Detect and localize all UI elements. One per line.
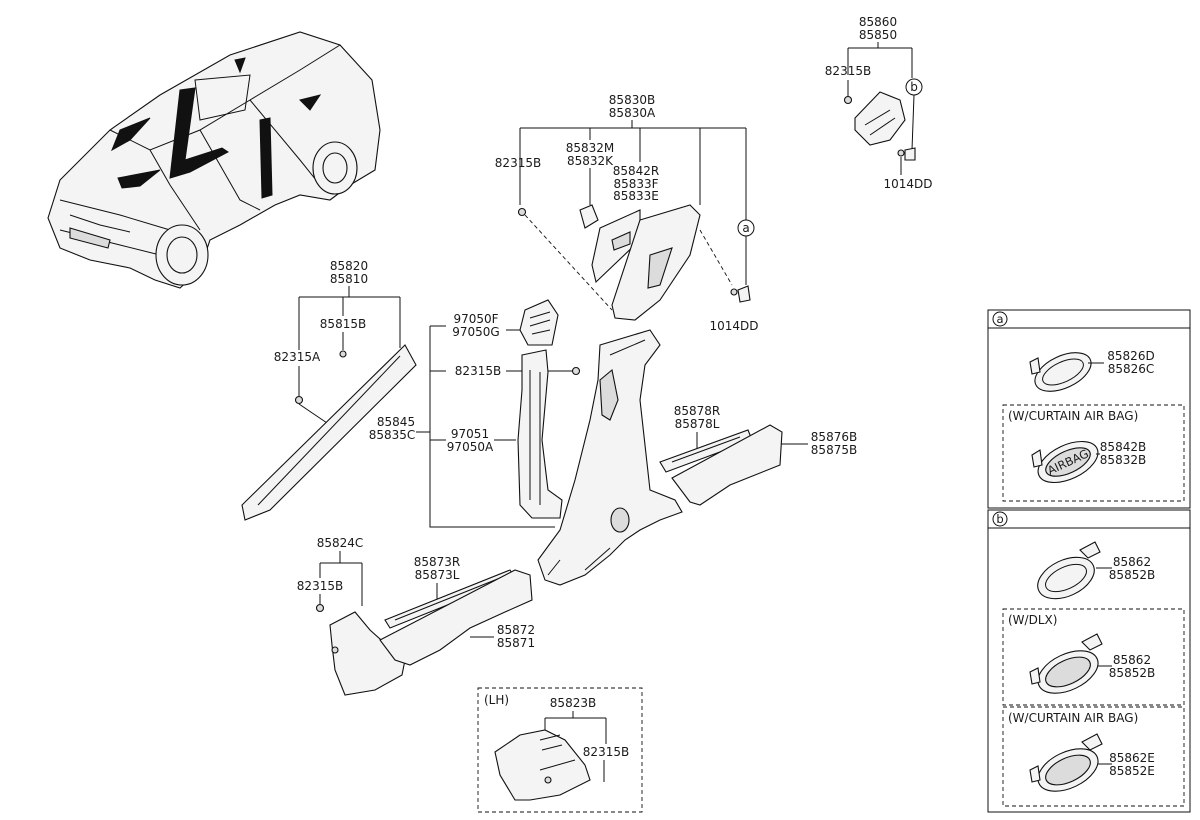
label-85830A: 85830A <box>609 106 656 120</box>
detail-panel-a: a 85826D 85826C (W/CURTAIN AIR BAG) AIRB… <box>987 309 1191 509</box>
label-85842R: 85842R <box>613 164 660 178</box>
front-kick-trim <box>329 611 406 696</box>
label-85815B: 85815B <box>320 317 366 331</box>
label-85873R: 85873R <box>414 555 461 569</box>
rear-door-scuff-group: 85878R 85878L 85876B 85875B <box>659 404 857 506</box>
label-97050F: 97050F <box>453 312 498 326</box>
panel-b-key: b <box>996 512 1003 526</box>
callout-a-label: a <box>742 221 749 235</box>
label-85810: 85810 <box>330 272 368 286</box>
lh-label: (LH) <box>484 693 509 707</box>
lh-kick-trim <box>494 729 591 801</box>
vent-duct-upper <box>519 299 559 346</box>
label-1014DD-center: 1014DD <box>709 319 758 333</box>
label-85878R: 85878R <box>674 404 721 418</box>
label-85830B: 85830B <box>609 93 655 107</box>
panel-b-part1-top: 85862 <box>1113 555 1151 569</box>
label-97050A: 97050A <box>447 440 494 454</box>
label-97050G: 97050G <box>452 325 499 339</box>
panel-a-part2-bottom: 85832B <box>1100 453 1146 467</box>
panel-b-part2-bottom: 85852B <box>1109 666 1155 680</box>
a-pillar-trim-group: 85820 85810 85815B 82315A <box>241 259 417 521</box>
callout-b-label: b <box>910 80 918 94</box>
label-82315B-center: 82315B <box>495 156 541 170</box>
label-85833E: 85833E <box>613 189 659 203</box>
label-85832M: 85832M <box>566 141 615 155</box>
b-pillar-lower-group: 97050F 97050G 82315B 85845 85835C 97051 … <box>369 299 683 586</box>
clip-icon <box>843 95 853 105</box>
label-85824C: 85824C <box>317 536 364 550</box>
label-85823B: 85823B <box>550 696 596 710</box>
panel-a-subtitle: (W/CURTAIN AIR BAG) <box>1008 409 1138 423</box>
label-85832K: 85832K <box>567 154 614 168</box>
label-82315B-lower-left: 82315B <box>297 579 343 593</box>
vehicle-illustration <box>47 31 381 289</box>
label-85872: 85872 <box>497 623 535 637</box>
panel-b-part3-top: 85862E <box>1109 751 1155 765</box>
label-85835C: 85835C <box>369 428 416 442</box>
center-pillar-lower-trim <box>537 329 683 586</box>
front-kick-trim-group: 85824C 82315B <box>297 536 406 696</box>
label-85845: 85845 <box>377 415 415 429</box>
label-85833F: 85833F <box>613 177 658 191</box>
scuff-plate-rear <box>671 424 783 506</box>
panel-a-part1-top: 85826D <box>1107 349 1154 363</box>
scuff-plate-front <box>379 569 533 666</box>
label-85876B: 85876B <box>811 430 857 444</box>
label-85871: 85871 <box>497 636 535 650</box>
panel-b-part3-bottom: 85852E <box>1109 764 1155 778</box>
center-pillar-trim-group: 85830B 85830A 82315B 85832M 85832K 85842… <box>495 93 759 333</box>
panel-a-part2-top: 85842B <box>1100 440 1146 454</box>
panel-b-subtitle-2: (W/CURTAIN AIR BAG) <box>1008 711 1138 725</box>
label-85860: 85860 <box>859 15 897 29</box>
label-85873L: 85873L <box>415 568 460 582</box>
panel-a-part1-bottom: 85826C <box>1108 362 1155 376</box>
label-82315B-top: 82315B <box>825 64 871 78</box>
label-85820: 85820 <box>330 259 368 273</box>
detail-panel-b: b 85862 85852B (W/DLX) 85862 85852B (W/C… <box>987 509 1191 813</box>
label-1014DD-top: 1014DD <box>883 177 932 191</box>
label-82315A: 82315A <box>274 350 321 364</box>
label-85875B: 85875B <box>811 443 857 457</box>
label-82315B-mid: 82315B <box>455 364 501 378</box>
panel-b-subtitle-1: (W/DLX) <box>1008 613 1057 627</box>
panel-b-part2-top: 85862 <box>1113 653 1151 667</box>
panel-b-part1-bottom: 85852B <box>1109 568 1155 582</box>
lh-detail-box: (LH) 85823B 82315B <box>477 687 643 813</box>
label-97051: 97051 <box>451 427 489 441</box>
label-82315B-lh: 82315B <box>583 745 629 759</box>
panel-a-key: a <box>996 312 1003 326</box>
label-85850: 85850 <box>859 28 897 42</box>
label-85878L: 85878L <box>675 417 720 431</box>
trim-cover-part <box>854 91 906 146</box>
front-door-scuff-group: 85873R 85873L 85872 85871 <box>379 555 535 666</box>
upper-trim-cover-group: 85860 85850 82315B b 1014DD <box>825 15 933 191</box>
